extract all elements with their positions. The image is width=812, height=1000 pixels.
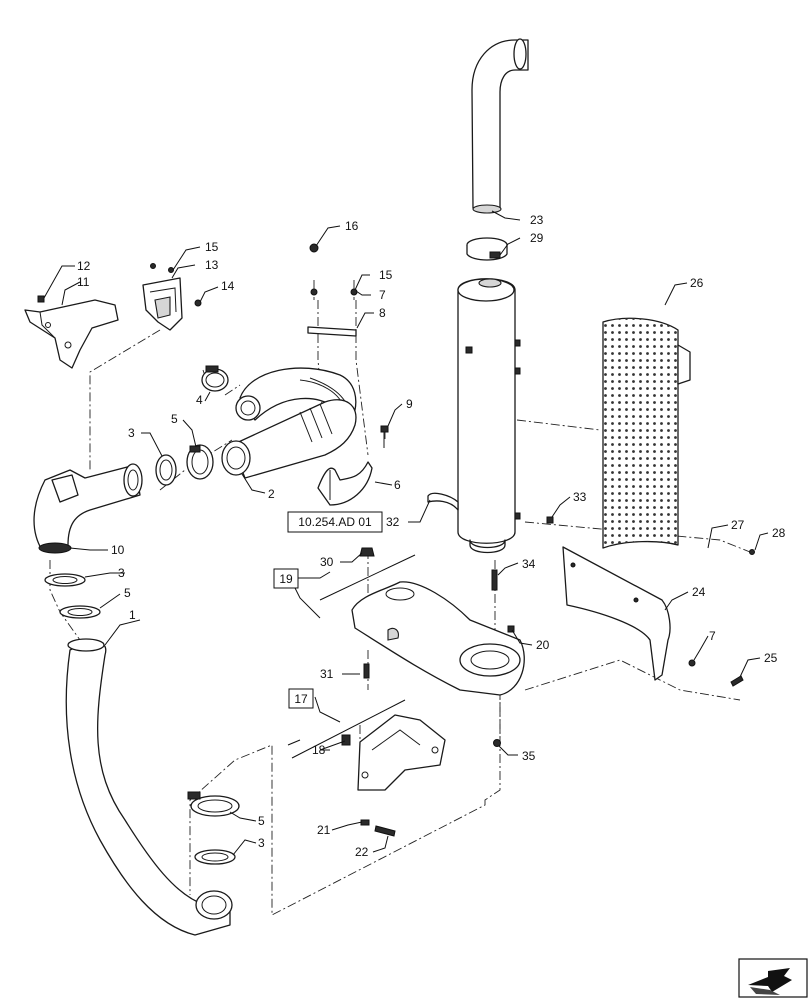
callout-5-upper: 5: [171, 412, 178, 426]
callout-6: 6: [394, 478, 401, 492]
part-2-lower-hose: [221, 399, 357, 479]
navigation-arrow-icon[interactable]: [738, 958, 808, 998]
part-5-clamp-middle: [59, 605, 101, 619]
callout-26: 26: [690, 276, 704, 290]
part-2-upper-hose: [235, 367, 357, 441]
callout-7-upper: 7: [379, 288, 386, 302]
callout-10: 10: [111, 543, 125, 557]
callout-16: 16: [345, 219, 359, 233]
part-17-bracket: [357, 714, 446, 791]
callout-29: 29: [530, 231, 544, 245]
callout-27: 27: [731, 518, 745, 532]
reference-box-19: 19: [273, 568, 299, 589]
callout-15-left: 15: [205, 240, 219, 254]
part-3-ring-lower: [194, 849, 236, 865]
callout-35: 35: [522, 749, 536, 763]
callout-5-middle: 5: [124, 586, 131, 600]
callout-9: 9: [406, 397, 413, 411]
part-11-bracket: [24, 295, 119, 369]
part-3-ring-upper: [155, 454, 177, 486]
callout-11: 11: [77, 275, 90, 289]
reference-box-17-label: 17: [294, 692, 308, 706]
part-5-clamp-upper: [186, 444, 214, 480]
callout-3-upper: 3: [128, 426, 135, 440]
part-9-bolt: [380, 425, 389, 448]
part-10-elbow: [33, 463, 143, 554]
part-8-strap: [307, 243, 358, 337]
part-29-clamp: [466, 237, 508, 261]
section-reference[interactable]: 10.254.AD 01: [287, 511, 383, 533]
part-32-muffler: [427, 278, 521, 554]
reference-box-19-label: 19: [279, 572, 293, 586]
part-23-exhaust-pipe: [471, 38, 529, 214]
callout-31: 31: [320, 667, 334, 681]
callout-2: 2: [268, 487, 275, 501]
callout-14: 14: [221, 279, 235, 293]
callout-28: 28: [772, 526, 786, 540]
part-26-heat-shield: [602, 317, 691, 549]
part-13-bracket: [142, 263, 202, 331]
callout-12: 12: [77, 259, 91, 273]
part-24-side-shield: [562, 546, 671, 681]
part-19-support-plate: [351, 581, 525, 696]
callout-4: 4: [196, 393, 203, 407]
callout-23: 23: [530, 213, 544, 227]
part-5-clamp-lower: [187, 791, 240, 817]
callout-24: 24: [692, 585, 706, 599]
callout-3-lower: 3: [258, 836, 265, 850]
callout-20: 20: [536, 638, 550, 652]
part-1-tube: [65, 638, 233, 936]
callout-3-middle: 3: [118, 566, 125, 580]
callout-13: 13: [205, 258, 219, 272]
callout-22: 22: [355, 845, 369, 859]
callout-21: 21: [317, 823, 331, 837]
fasteners: [341, 516, 755, 837]
leader-lines: [43, 210, 769, 856]
callout-1: 1: [129, 608, 136, 622]
callout-18: 18: [312, 743, 326, 757]
part-6-strap: [317, 461, 373, 506]
callout-7-right: 7: [709, 629, 716, 643]
section-reference-label[interactable]: 10.254.AD 01: [298, 515, 372, 529]
callout-5-lower: 5: [258, 814, 265, 828]
callout-25: 25: [764, 651, 778, 665]
part-3-gasket-middle: [44, 573, 86, 587]
callout-15-right: 15: [379, 268, 393, 282]
callout-8: 8: [379, 306, 386, 320]
callout-34: 34: [522, 557, 536, 571]
callout-32: 32: [386, 515, 400, 529]
reference-box-17: 17: [288, 688, 314, 709]
callout-30: 30: [320, 555, 334, 569]
callout-numbers: 1 2 3 3 3 4 5 5 5 6 7 7 8 9 10 11 12 13 …: [77, 213, 786, 859]
part-4-clamp: [201, 365, 229, 392]
callout-33: 33: [573, 490, 587, 504]
